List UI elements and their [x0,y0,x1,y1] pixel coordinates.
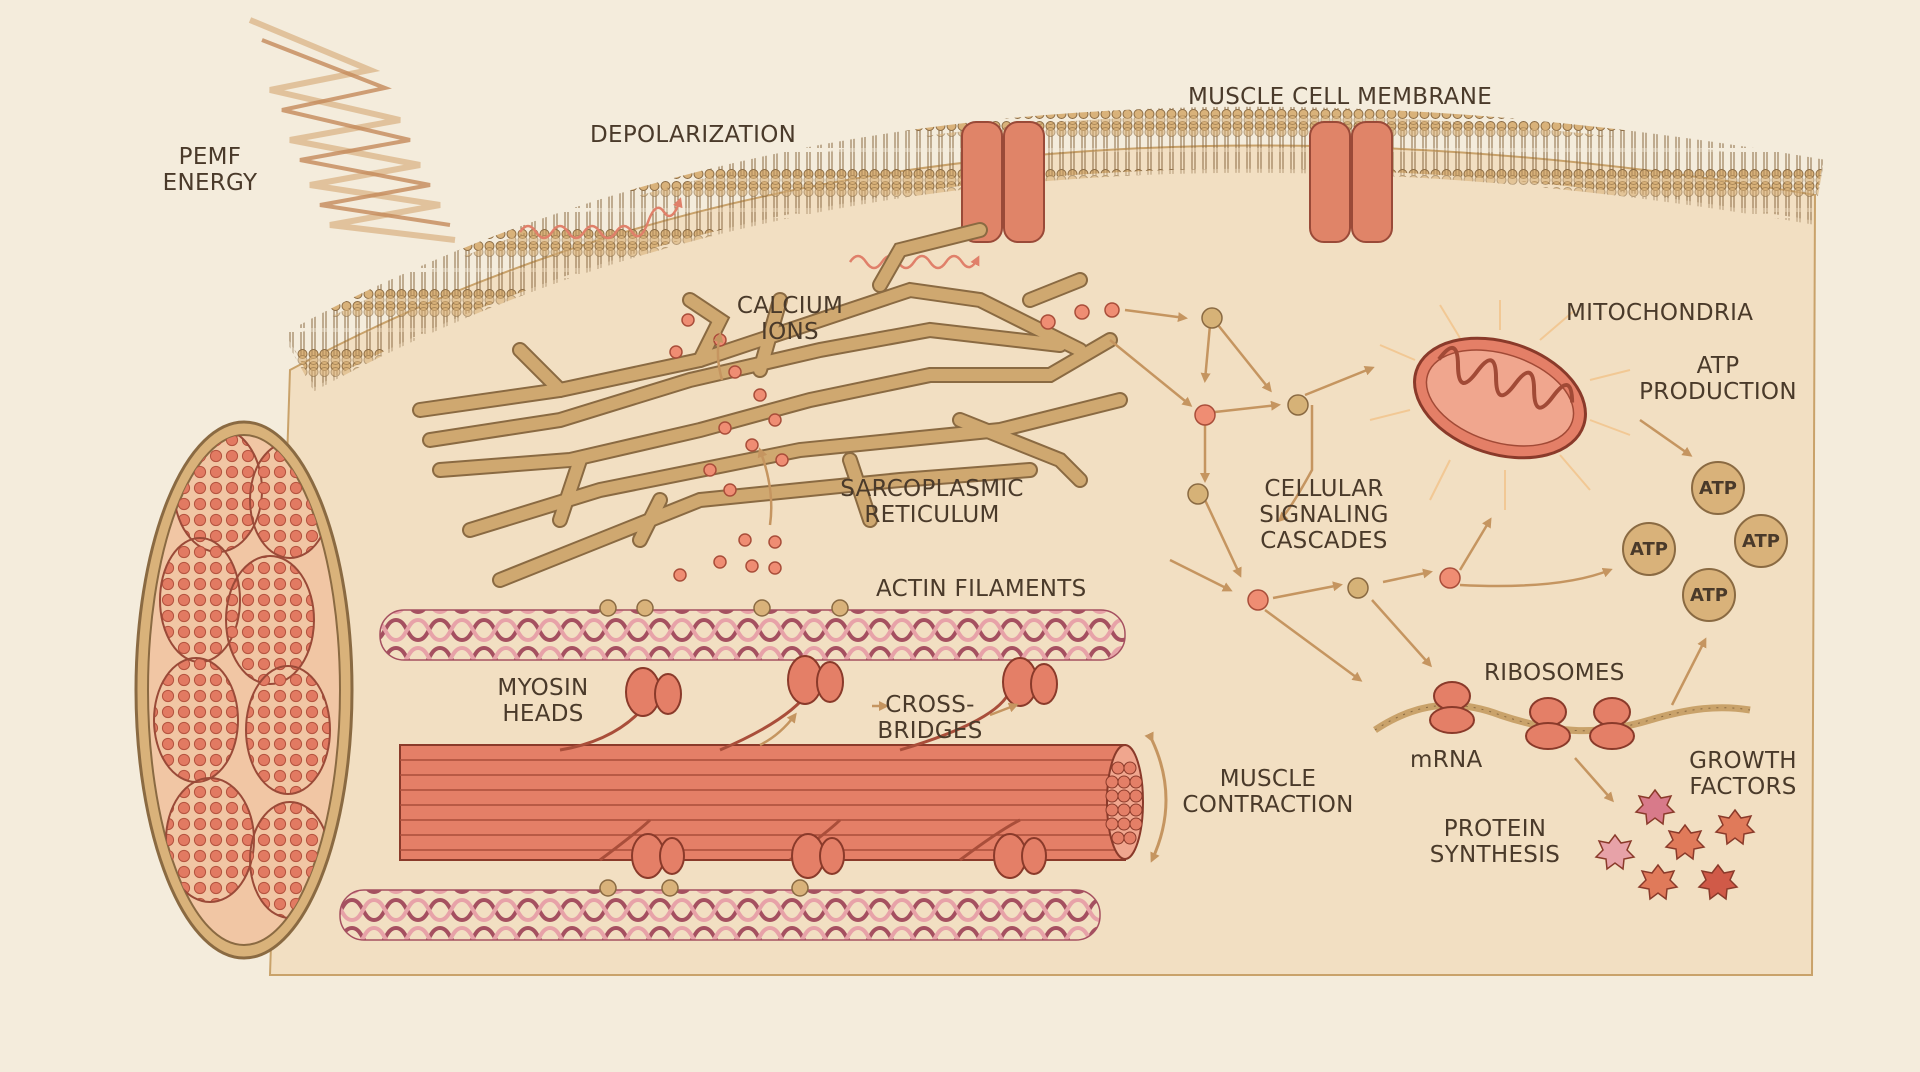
label-sr-1: SARCOPLASMIC [840,476,1024,502]
svg-text:ATP: ATP [1699,478,1737,499]
label-cross-bridges-2: BRIDGES [877,718,982,744]
sarcoplasmic-reticulum [412,222,1128,588]
signaling-cascade [1109,307,1613,682]
svg-text:ATP: ATP [1690,585,1728,606]
protein-arrow [1574,757,1614,803]
atp-molecule-3: ATP [1734,514,1788,568]
svg-text:ATP: ATP [1630,539,1668,560]
label-mitochondria: MITOCHONDRIA [1566,300,1753,326]
ribosomes [1429,681,1635,750]
atp-molecule-2: ATP [1622,522,1676,576]
growth-factors [1594,788,1756,901]
actin-filament-bottom [339,889,1101,941]
label-signaling-3: CASCADES [1260,528,1387,554]
depolarization-arrow-2 [848,254,980,270]
label-calcium-1: CALCIUM [737,293,843,319]
label-calcium-2: IONS [761,319,819,345]
pemf-wave [248,17,456,243]
label-atp-production-1: ATP [1697,353,1740,379]
labels: PEMF ENERGY DEPOLARIZATION MUSCLE CELL M… [163,84,1797,868]
label-ribosomes: RIBOSOMES [1484,660,1625,686]
label-pemf-energy-2: ENERGY [163,170,258,196]
atp-molecule-1: ATP [1691,461,1745,515]
label-protein-synthesis-2: SYNTHESIS [1430,842,1560,868]
muscle-fiber-cross-section [134,420,354,960]
cross-bridge-arrow-left [759,712,797,747]
ion-channel-1 [961,121,1045,243]
label-signaling-2: SIGNALING [1259,502,1388,528]
contraction-arrow [1144,731,1168,863]
label-depolarization: DEPOLARIZATION [590,122,796,148]
cross-bridge-arrow-right [989,702,1019,717]
label-growth-factors-2: FACTORS [1689,774,1796,800]
label-mrna: mRNA [1410,747,1483,773]
label-myosin-1: MYOSIN [497,675,588,701]
label-pemf-energy-1: PEMF [179,144,242,170]
myosin-heads [559,655,1058,879]
svg-text:ATP: ATP [1742,531,1780,552]
label-membrane: MUSCLE CELL MEMBRANE [1188,84,1492,110]
label-contraction-2: CONTRACTION [1182,792,1353,818]
actin-binding-sites [599,599,849,897]
calcium-release-arrow-2 [713,332,724,381]
label-contraction-1: MUSCLE [1220,766,1316,792]
label-atp-production-2: PRODUCTION [1639,379,1797,405]
atp-production-arrow [1639,418,1693,457]
label-growth-factors-1: GROWTH [1689,748,1797,774]
depolarization-arrow-1 [518,197,683,240]
label-actin: ACTIN FILAMENTS [876,576,1087,602]
mitochondrion [1369,300,1631,510]
label-sr-2: RETICULUM [864,502,999,528]
label-protein-synthesis-1: PROTEIN [1444,816,1547,842]
ribosome-atp-arrow [1670,637,1707,706]
calcium-release-arrow-1 [757,447,773,526]
atp-molecule-4: ATP [1682,568,1736,622]
label-myosin-2: HEADS [502,701,583,727]
label-signaling-1: CELLULAR [1264,476,1383,502]
label-cross-bridges-1: CROSS- [885,692,974,718]
actin-filament-top [379,609,1126,661]
ion-channel-2 [1309,121,1393,243]
